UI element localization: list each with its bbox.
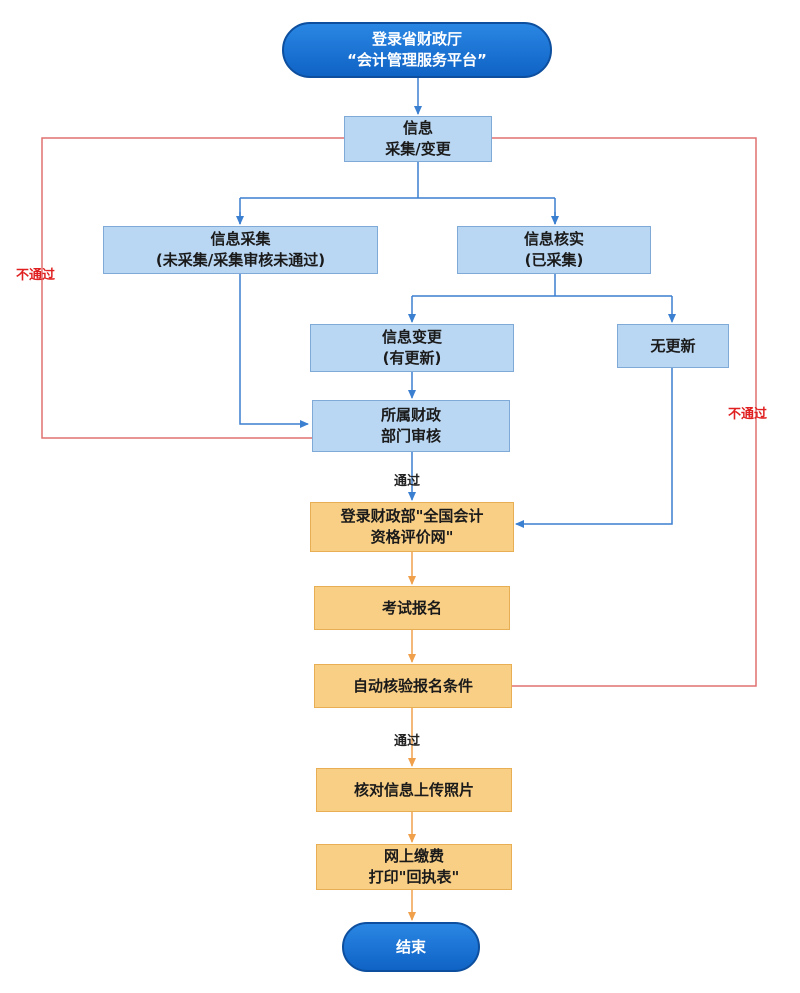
connector-fail-loop-left (41, 137, 344, 439)
auto-verify-label: 自动核验报名条件 (352, 676, 473, 695)
login-national-node: 登录财政部"全国会计 资格评价网" (310, 502, 514, 552)
payment-line-2: 打印"回执表" (368, 868, 460, 886)
info-change-node: 信息变更 (有更新) (310, 324, 514, 372)
dept-review-line-1: 所属财政 (380, 406, 441, 424)
info-verify-line-1: 信息核实 (523, 230, 584, 248)
dept-review-line-2: 部门审核 (380, 427, 441, 445)
no-update-label: 无更新 (650, 336, 696, 355)
start-node: 登录省财政厅 “会计管理服务平台” (282, 22, 552, 78)
connector-collect-to-review (239, 272, 309, 428)
login-national-line-2: 资格评价网" (370, 528, 454, 546)
end-node: 结束 (342, 922, 480, 972)
connector-no-update-to-login (515, 368, 673, 528)
fail-label-right: 不通过 (728, 407, 768, 422)
info-collect-line-1: 信息采集 (210, 230, 271, 248)
dept-review-node: 所属财政 部门审核 (312, 400, 510, 452)
fail-label-left: 不通过 (16, 268, 56, 283)
payment-node: 网上缴费 打印"回执表" (316, 844, 512, 890)
info-change-line-2: (有更新) (382, 349, 442, 367)
upload-photo-label: 核对信息上传照片 (353, 780, 474, 799)
info-collect-change-node: 信息 采集/变更 (344, 116, 492, 162)
no-update-node: 无更新 (617, 324, 729, 368)
login-national-line-1: 登录财政部"全国会计 (340, 507, 484, 525)
connector-verify-split (412, 272, 672, 297)
info-collect-change-line-1: 信息 (402, 119, 433, 137)
payment-line-1: 网上缴费 (383, 847, 444, 865)
pass-label-review: 通过 (394, 474, 421, 489)
info-verify-line-2: (已采集) (524, 251, 584, 269)
upload-photo-node: 核对信息上传照片 (316, 768, 512, 812)
exam-signup-node: 考试报名 (314, 586, 510, 630)
end-label: 结束 (395, 937, 426, 956)
start-line-2: “会计管理服务平台” (347, 51, 487, 69)
info-collect-change-line-2: 采集/变更 (385, 140, 451, 158)
auto-verify-node: 自动核验报名条件 (314, 664, 512, 708)
connector-collect-change-split (239, 160, 556, 224)
pass-label-verify: 通过 (394, 734, 421, 749)
start-line-1: 登录省财政厅 (371, 30, 462, 48)
info-collect-node: 信息采集 (未采集/采集审核未通过) (103, 226, 378, 274)
info-change-line-1: 信息变更 (381, 328, 442, 346)
exam-signup-label: 考试报名 (381, 598, 442, 617)
info-collect-line-2: (未采集/采集审核未通过) (155, 251, 326, 269)
info-verify-node: 信息核实 (已采集) (457, 226, 651, 274)
connector-fail-loop-right (492, 137, 757, 687)
